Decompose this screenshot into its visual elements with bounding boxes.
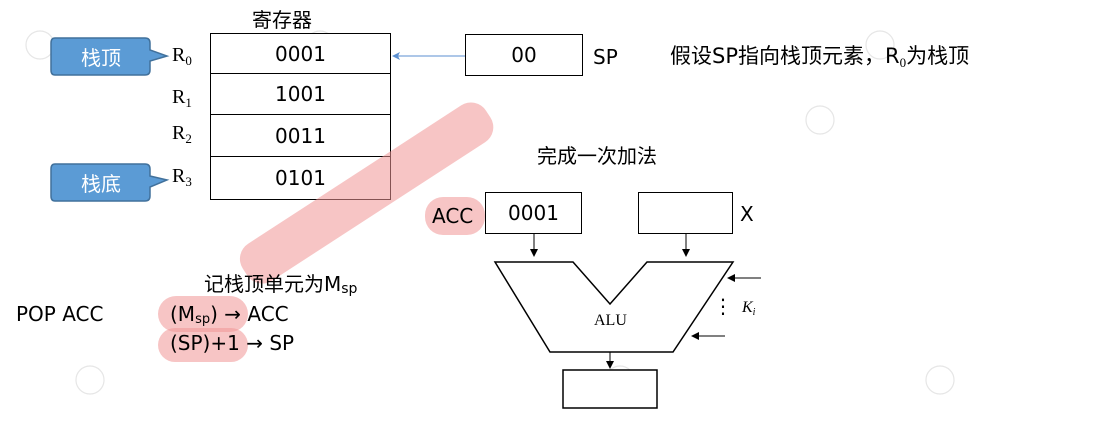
register-title: 寄存器 (252, 8, 312, 32)
x-label: X (740, 202, 754, 226)
alu-diagram (493, 234, 761, 409)
notation-text: 记栈顶单元为Msp (204, 272, 358, 297)
callout-top-label: 栈顶 (81, 46, 121, 70)
alu-label: ALU (594, 312, 627, 329)
instruction-text: POP ACC (16, 302, 104, 326)
alu-dots: ⋮ (713, 294, 733, 318)
alu-k-label: Ki (742, 299, 756, 318)
highlight-step1 (158, 296, 248, 332)
acc-value-box: 0001 (485, 192, 582, 234)
assumption-text: 假设SP指向栈顶元素，R0为栈顶 (670, 44, 970, 70)
register-cell-r0: 0001 (210, 33, 391, 74)
step-1: (Msp) → ACC (170, 302, 289, 327)
register-name-r1: R1 (172, 86, 192, 110)
sp-pointer-arrow (392, 52, 466, 60)
callout-bottom-label: 栈底 (81, 172, 121, 196)
x-value-box (638, 192, 733, 234)
register-cell-r2: 0011 (210, 115, 391, 157)
highlight-step2 (158, 328, 248, 362)
step-2: (SP)+1 → SP (170, 331, 295, 355)
sp-label: SP (593, 45, 618, 69)
acc-label: ACC (432, 204, 474, 228)
sp-value-box: 00 (465, 34, 583, 76)
callout-top-shape (50, 37, 170, 76)
callout-bottom-shape (50, 163, 170, 202)
register-name-r2: R2 (172, 122, 192, 146)
register-name-r3: R3 (172, 165, 192, 189)
register-cell-r1: 1001 (210, 74, 391, 115)
register-name-r0: R0 (172, 44, 192, 68)
add-title: 完成一次加法 (537, 144, 657, 168)
highlight-acc-label (425, 197, 485, 235)
